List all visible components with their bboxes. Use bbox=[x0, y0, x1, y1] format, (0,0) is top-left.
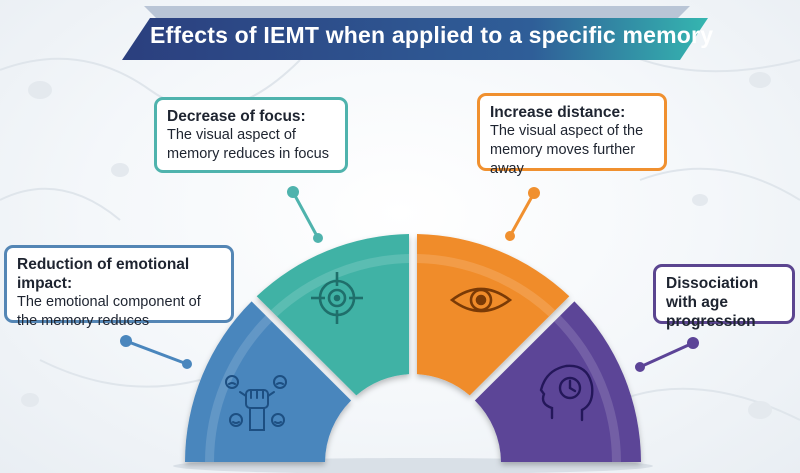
card-heading: Reduction of emotional impact: bbox=[17, 256, 190, 292]
crosshair-target-icon bbox=[311, 272, 363, 324]
emotional-connector bbox=[124, 339, 189, 366]
card-dissociation-with-age-progression: Dissociation with age progression bbox=[653, 264, 795, 330]
eye-icon bbox=[449, 287, 513, 313]
segment-distance bbox=[417, 234, 570, 396]
page-title: Effects of IEMT when applied to a specif… bbox=[150, 22, 714, 48]
raised-fist-emotions-icon bbox=[225, 375, 287, 431]
segment-dissociation-highlight bbox=[554, 315, 621, 462]
emotional-connector-dot bbox=[120, 335, 132, 347]
segment-focus-highlight bbox=[270, 254, 409, 317]
card-body: The emotional component of the memory re… bbox=[17, 294, 201, 329]
distance-connector-dot bbox=[528, 187, 540, 199]
card-body: The visual aspect of the memory moves fu… bbox=[490, 123, 644, 177]
title-banner bbox=[122, 6, 708, 60]
title-banner-shape bbox=[122, 18, 708, 60]
segment-dissociation bbox=[474, 301, 641, 462]
dissociation-connector-end bbox=[635, 362, 645, 372]
card-increase-distance: Increase distance: The visual aspect of … bbox=[477, 93, 667, 177]
dissociation-connector-dot bbox=[687, 337, 699, 349]
distance-connector bbox=[508, 191, 536, 238]
head-clock-icon bbox=[539, 364, 594, 422]
segment-distance-highlight bbox=[417, 254, 556, 317]
card-heading: Dissociation with age progression bbox=[666, 275, 759, 330]
distance-connector-end bbox=[505, 231, 515, 241]
card-decrease-of-focus: Decrease of focus: The visual aspect of … bbox=[154, 97, 348, 173]
focus-connector bbox=[291, 190, 320, 240]
dissociation-connector bbox=[638, 341, 695, 369]
focus-connector-end bbox=[313, 233, 323, 243]
card-body: The visual aspect of memory reduces in f… bbox=[167, 127, 329, 162]
emotional-connector-end bbox=[182, 359, 192, 369]
card-heading: Increase distance: bbox=[490, 104, 626, 121]
segment-emotional bbox=[185, 301, 352, 462]
segment-emotional-highlight bbox=[205, 315, 272, 462]
focus-connector-dot bbox=[287, 186, 299, 198]
card-reduction-of-emotional-impact: Reduction of emotional impact: The emoti… bbox=[4, 245, 234, 329]
card-heading: Decrease of focus: bbox=[167, 108, 306, 125]
